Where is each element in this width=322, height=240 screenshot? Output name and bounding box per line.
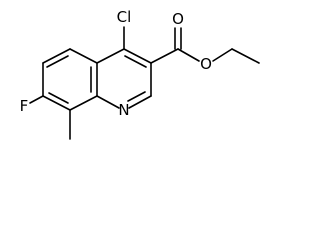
- bond-c7-f: [29, 95, 44, 104]
- bond-c7-c8-inner: [48, 92, 69, 104]
- ester-oxygen-label: O: [200, 55, 212, 73]
- fluorine-label: F: [20, 97, 29, 115]
- bond-c4a-c5: [69, 48, 98, 64]
- bond-c4-c3-inner: [124, 55, 147, 68]
- bond-c5-c6: [42, 48, 71, 64]
- bond-n1-c8a: [96, 95, 120, 109]
- bond-c8-c8a: [69, 95, 98, 111]
- molecule-structure: Cl O O F N: [20, 8, 260, 140]
- bond-ester-o-ch2: [212, 48, 233, 62]
- bonds: [29, 26, 260, 140]
- bond-c4-c3: [123, 48, 152, 64]
- bond-c2-n1: [128, 95, 152, 109]
- bond-carbonyl-ester-o: [177, 48, 200, 62]
- bond-c2-n1-inner: [127, 91, 146, 102]
- bond-ch2-ch3: [231, 48, 260, 64]
- ring-nitrogen-label: N: [118, 101, 129, 119]
- carbonyl-oxygen-label: O: [172, 10, 184, 28]
- bond-c3-carbonyl: [150, 48, 179, 64]
- bond-c5-c6-inner: [46, 55, 69, 68]
- bond-c4a-c4: [96, 48, 125, 64]
- bond-c7-c8: [42, 95, 71, 111]
- chlorine-label: Cl: [117, 8, 132, 26]
- atom-labels: Cl O O F N: [20, 8, 212, 119]
